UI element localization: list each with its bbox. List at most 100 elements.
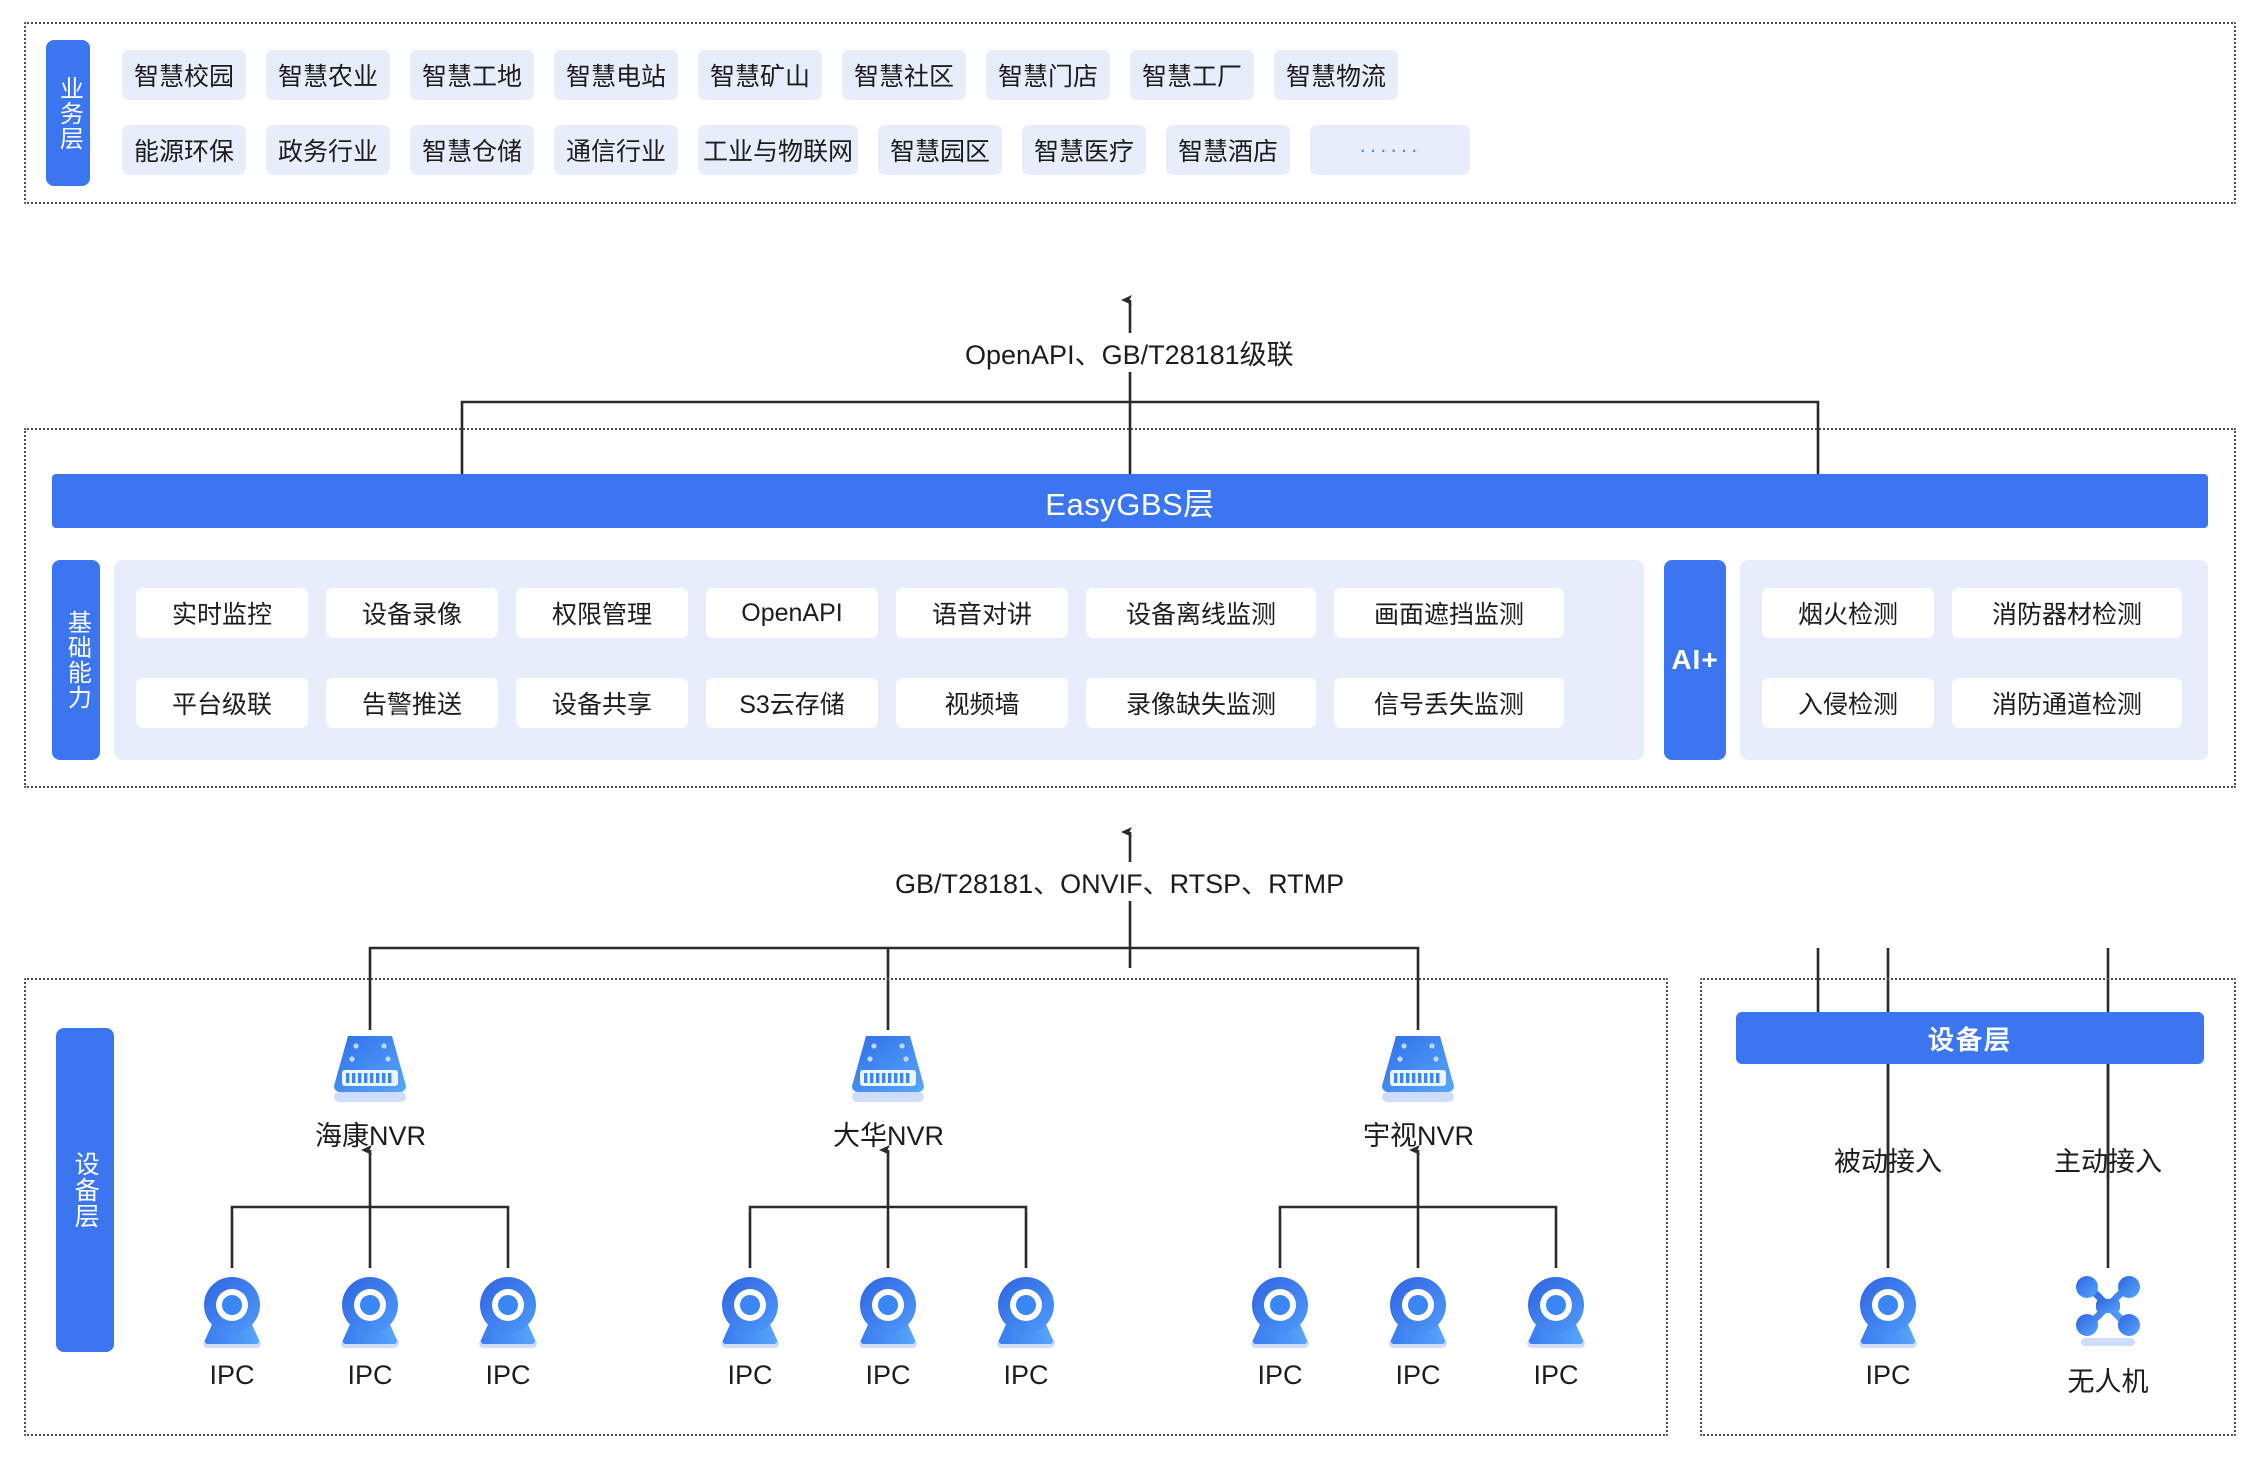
business-item-industrial-iot[interactable]: 工业与物联网 (698, 125, 858, 175)
nvr-node-uniview[interactable]: 宇视NVR (1363, 1028, 1475, 1153)
ipc-camera-icon (1251, 1277, 1309, 1348)
ai-smoke-fire-detection[interactable]: 烟火检测 (1762, 588, 1934, 638)
nvr-label-dahua: 大华NVR (833, 1121, 945, 1151)
business-item-smart-logistics[interactable]: 智慧物流 (1274, 50, 1398, 100)
platform-layer-container (24, 428, 2236, 788)
capability-s3-cloud-storage[interactable]: S3云存储 (706, 678, 878, 728)
nvr-icon (1382, 1036, 1454, 1102)
business-item-telecom[interactable]: 通信行业 (554, 125, 678, 175)
business-item-smart-community[interactable]: 智慧社区 (842, 50, 966, 100)
ipc-node-2-3[interactable]: IPC (971, 1272, 1081, 1391)
capability-video-wall[interactable]: 视频墙 (896, 678, 1068, 728)
ipc-node-2-1[interactable]: IPC (695, 1272, 805, 1391)
business-item-smart-park[interactable]: 智慧园区 (878, 125, 1002, 175)
nvr-icon (334, 1036, 406, 1102)
capability-recording-loss-monitoring[interactable]: 录像缺失监测 (1086, 678, 1316, 728)
ipc-node-3-3[interactable]: IPC (1501, 1272, 1611, 1391)
capability-row-1: 实时监控 设备录像 权限管理 OpenAPI 语音对讲 设备离线监测 画面遮挡监… (136, 588, 1564, 638)
ipc-camera-icon (721, 1277, 779, 1348)
ipc-node-2-2[interactable]: IPC (833, 1272, 943, 1391)
ai-fire-passage-detection[interactable]: 消防通道检测 (1952, 678, 2182, 728)
capability-tab: 基础能力 (52, 560, 100, 760)
capability-live-monitoring[interactable]: 实时监控 (136, 588, 308, 638)
ipc-node-3-1[interactable]: IPC (1225, 1272, 1335, 1391)
business-item-smart-mine[interactable]: 智慧矿山 (698, 50, 822, 100)
business-row-2: 能源环保 政务行业 智慧仓储 通信行业 工业与物联网 智慧园区 智慧医疗 智慧酒… (122, 125, 1470, 175)
drone-label: 无人机 (2067, 1367, 2149, 1397)
business-item-smart-hotel[interactable]: 智慧酒店 (1166, 125, 1290, 175)
business-item-government[interactable]: 政务行业 (266, 125, 390, 175)
ipc-camera-icon (1389, 1277, 1447, 1348)
capability-voice-intercom[interactable]: 语音对讲 (896, 588, 1068, 638)
ipc-label: IPC (209, 1360, 255, 1390)
ipc-camera-icon (203, 1277, 261, 1348)
ai-row-1: 烟火检测 消防器材检测 (1762, 588, 2182, 638)
nvr-label-hikvision: 海康NVR (315, 1121, 427, 1151)
ipc-label: IPC (347, 1360, 393, 1390)
business-item-smart-agriculture[interactable]: 智慧农业 (266, 50, 390, 100)
capability-signal-loss-monitoring[interactable]: 信号丢失监测 (1334, 678, 1564, 728)
connector-label-protocols: GB/T28181、ONVIF、RTSP、RTMP (885, 862, 1355, 901)
ai-capability-panel: 烟火检测 消防器材检测 入侵检测 消防通道检测 (1740, 560, 2208, 760)
business-item-more[interactable]: ······ (1310, 125, 1470, 175)
ipc-label: IPC (1533, 1360, 1579, 1390)
business-item-smart-campus[interactable]: 智慧校园 (122, 50, 246, 100)
ai-intrusion-detection[interactable]: 入侵检测 (1762, 678, 1934, 728)
device-layer-bar-label: 设备层 (1927, 1024, 2012, 1055)
device-layer-tab-label: 设备层 (71, 1151, 100, 1229)
device-layer-right-container (1700, 978, 2236, 1436)
business-item-energy-environment[interactable]: 能源环保 (122, 125, 246, 175)
easygbs-layer-label: EasyGBS层 (1045, 486, 1215, 522)
capability-openapi[interactable]: OpenAPI (706, 588, 878, 638)
nvr-node-dahua[interactable]: 大华NVR (833, 1028, 945, 1153)
device-layer-left-container (24, 978, 1668, 1436)
business-layer-tab-label: 业务层 (55, 75, 83, 151)
business-item-smart-medical[interactable]: 智慧医疗 (1022, 125, 1146, 175)
ipc-node-1-2[interactable]: IPC (315, 1272, 425, 1391)
business-row-1: 智慧校园 智慧农业 智慧工地 智慧电站 智慧矿山 智慧社区 智慧门店 智慧工厂 … (122, 50, 1398, 100)
ai-fire-equipment-detection[interactable]: 消防器材检测 (1952, 588, 2182, 638)
device-layer-bar: 设备层 (1736, 1012, 2204, 1064)
business-item-smart-power-station[interactable]: 智慧电站 (554, 50, 678, 100)
capability-panel: 实时监控 设备录像 权限管理 OpenAPI 语音对讲 设备离线监测 画面遮挡监… (114, 560, 1644, 760)
capability-device-offline-monitoring[interactable]: 设备离线监测 (1086, 588, 1316, 638)
ipc-label: IPC (1865, 1360, 1911, 1390)
ipc-node-1-3[interactable]: IPC (453, 1272, 563, 1391)
capability-view-obstruction-monitoring[interactable]: 画面遮挡监测 (1334, 588, 1564, 638)
ipc-label: IPC (485, 1360, 531, 1390)
drone-icon (2076, 1276, 2140, 1346)
ipc-camera-icon (859, 1277, 917, 1348)
business-item-smart-construction[interactable]: 智慧工地 (410, 50, 534, 100)
capability-device-sharing[interactable]: 设备共享 (516, 678, 688, 728)
business-item-smart-warehouse[interactable]: 智慧仓储 (410, 125, 534, 175)
device-node-drone-active[interactable]: 无人机 (2053, 1272, 2163, 1399)
ai-plus-tab-label: AI+ (1671, 643, 1719, 675)
ipc-label: IPC (865, 1360, 911, 1390)
nvr-node-hikvision[interactable]: 海康NVR (315, 1028, 427, 1153)
ipc-label: IPC (1003, 1360, 1049, 1390)
capability-device-recording[interactable]: 设备录像 (326, 588, 498, 638)
ai-row-2: 入侵检测 消防通道检测 (1762, 678, 2182, 728)
connector-label-openapi: OpenAPI、GB/T28181级联 (955, 333, 1304, 372)
ipc-camera-icon (341, 1277, 399, 1348)
business-item-smart-factory[interactable]: 智慧工厂 (1130, 50, 1254, 100)
ipc-camera-icon (1859, 1277, 1917, 1348)
access-mode-active: 主动接入 (2054, 1147, 2162, 1177)
ipc-camera-icon (1527, 1277, 1585, 1348)
capability-platform-cascade[interactable]: 平台级联 (136, 678, 308, 728)
capability-tab-label: 基础能力 (63, 610, 91, 710)
nvr-label-uniview: 宇视NVR (1363, 1121, 1475, 1151)
ipc-camera-icon (479, 1277, 537, 1348)
capability-alarm-push[interactable]: 告警推送 (326, 678, 498, 728)
capability-permission-management[interactable]: 权限管理 (516, 588, 688, 638)
easygbs-layer-bar: EasyGBS层 (52, 474, 2208, 528)
ipc-node-3-2[interactable]: IPC (1363, 1272, 1473, 1391)
ai-plus-tab: AI+ (1664, 560, 1726, 760)
device-node-ipc-passive[interactable]: IPC (1833, 1272, 1943, 1391)
ipc-label: IPC (1257, 1360, 1303, 1390)
business-item-smart-store[interactable]: 智慧门店 (986, 50, 1110, 100)
ipc-node-1-1[interactable]: IPC (177, 1272, 287, 1391)
access-mode-passive: 被动接入 (1834, 1147, 1942, 1177)
business-layer-container (24, 22, 2236, 204)
